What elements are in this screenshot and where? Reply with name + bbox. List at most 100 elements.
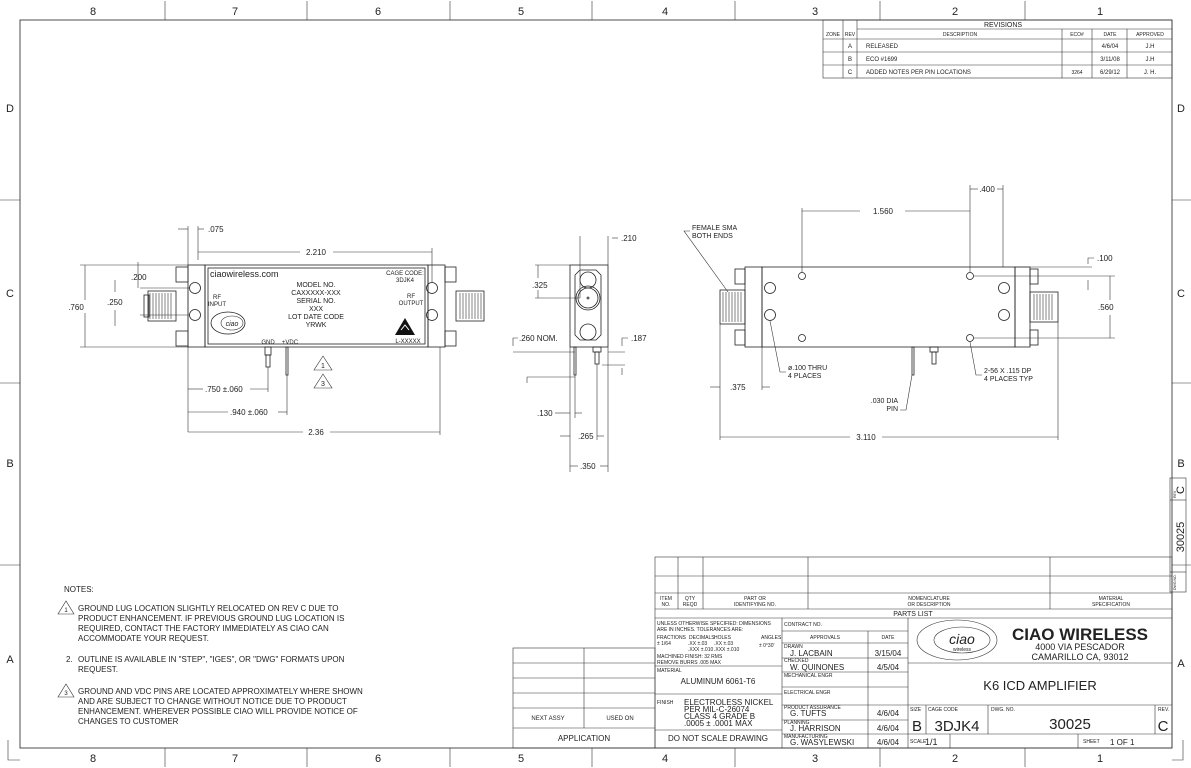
finish-line: ELECTROLESS NICKEL — [684, 698, 774, 707]
rev: C — [848, 70, 853, 76]
note-flag-icon: 1 3 — [313, 355, 333, 389]
scale-label: SCALE — [910, 739, 927, 745]
material-label: MATERIAL — [657, 668, 682, 674]
row-label: B — [1177, 458, 1184, 470]
role: ELECTRICAL ENGR — [784, 690, 831, 696]
name: G. TUFTS — [790, 709, 826, 718]
notes: NOTES: 1 GROUND LUG LOCATION SLIGHTLY RE… — [57, 585, 363, 726]
dim-label: 1.560 — [873, 207, 894, 216]
role: MANUFACTURING — [784, 734, 828, 740]
rf-output-label: RF — [407, 294, 415, 300]
tolerance-text: ± 0°30' — [759, 643, 774, 649]
description: ECO #1699 — [866, 57, 898, 63]
note-flag: 2. — [66, 655, 73, 664]
cage-code-value: 3DJK4 — [934, 718, 979, 735]
front-view-dimensions — [80, 226, 441, 435]
role: MECHANICAL ENGR — [784, 673, 833, 679]
row-label: C — [1177, 288, 1185, 300]
dim-label: .940 ±.060 — [230, 408, 268, 417]
dim-label: .187 — [631, 334, 647, 343]
title-block: ITEM NO. QTY REQD PART OR IDENTIFYING NO… — [654, 556, 1173, 749]
description: ADDED NOTES PER PIN LOCATIONS — [866, 70, 971, 76]
tolerance-text: REMOVE BURRS .005 MAX — [657, 660, 722, 666]
dim-label: 2.36 — [308, 428, 324, 437]
side-view: .210 .325 .260 NOM. .187 .130 .265 .350 — [512, 234, 647, 472]
rev-label: REV. — [1158, 707, 1169, 713]
note-flag: 1 — [64, 608, 68, 614]
approved: J.H — [1146, 44, 1155, 50]
column-label: 3 — [812, 753, 818, 765]
row-label: D — [6, 103, 14, 115]
column-label: 3 — [812, 6, 818, 18]
role: CHECKED — [784, 658, 809, 664]
name: G. WASYLEWSKI — [790, 738, 854, 747]
website-label: ciaowireless.com — [210, 269, 279, 279]
dim-label: .210 — [621, 234, 637, 243]
dim-label: .260 NOM. — [519, 334, 558, 343]
date-label: DATE — [882, 635, 896, 641]
connector-thread-icon — [722, 292, 1053, 322]
stamp-rev-label: REV — [1173, 490, 1177, 498]
parts-list-header: ITEM NO. QTY REQD PART OR IDENTIFYING NO… — [660, 596, 1130, 608]
logo-subtext: wireless — [953, 647, 972, 653]
revision-row: C ADDED NOTES PER PIN LOCATIONS 3264 6/2… — [848, 70, 1157, 76]
callout-label: BOTH ENDS — [692, 233, 733, 240]
header-date: DATE — [1104, 32, 1118, 38]
header-description: DESCRIPTION — [943, 32, 978, 38]
header-nomenclature: OR DESCRIPTION — [907, 602, 950, 608]
application-label: APPLICATION — [558, 734, 611, 743]
company-name: CIAO WIRELESS — [1012, 625, 1148, 644]
note-line: GROUND AND VDC PINS ARE LOCATED APPROXIM… — [78, 687, 363, 696]
header-eco: ECO# — [1070, 32, 1084, 38]
dim-label: .750 ±.060 — [205, 385, 243, 394]
flag-number: 1 — [321, 363, 325, 370]
stamp-dwg: 30025 — [1175, 522, 1187, 553]
column-label: 5 — [518, 6, 524, 18]
note-line: PRODUCT ENHANCEMENT. IF PREVIOUS GROUND … — [78, 614, 344, 623]
dim-label: .400 — [979, 185, 995, 194]
note-line: ENHANCEMENT. WHEREVER POSSIBLE CIAO WILL… — [78, 707, 358, 716]
name: J. LACBAIN — [790, 649, 833, 658]
dim-label: .265 — [578, 432, 594, 441]
row-label: A — [1177, 658, 1185, 670]
rf-output-label: OUTPUT — [399, 301, 424, 307]
role: DRAWN — [784, 644, 803, 650]
finish-line: CLASS 4 GRADE B — [684, 712, 755, 721]
drawing-title: K6 ICD AMPLIFIER — [983, 678, 1096, 693]
company-logo-icon: ciao wireless — [916, 619, 998, 661]
callout-label: PIN — [886, 406, 898, 413]
model-value: CAXXXXX-XXX — [291, 290, 341, 297]
column-label: 7 — [232, 6, 238, 18]
header-material: SPECIFICATION — [1092, 602, 1130, 608]
header-zone: ZONE — [826, 32, 841, 38]
logo-text: ciao — [226, 321, 239, 328]
revision-row: A RELEASED 4/6/04 J.H — [848, 44, 1155, 50]
model-label: MODEL NO. — [296, 282, 335, 289]
dim-label: .075 — [208, 225, 224, 234]
material-value: ALUMINUM 6061-T6 — [681, 677, 756, 686]
callout-label: FEMALE SMA — [692, 225, 737, 232]
do-not-scale-label: DO NOT SCALE DRAWING — [668, 734, 768, 743]
dim-label: 3.110 — [856, 433, 876, 442]
dwg-no-label: DWG. NO. — [991, 707, 1015, 713]
size-value: B — [912, 718, 922, 735]
date: 4/6/04 — [877, 709, 900, 718]
tolerance-text: .XXX ±.010 — [714, 647, 739, 653]
part-mark: L-XXXXX — [395, 339, 420, 345]
esd-warning-icon — [395, 318, 415, 335]
tolerance-text: FRACTIONS — [657, 635, 687, 641]
dim-label: .130 — [537, 409, 553, 418]
column-label: 6 — [375, 753, 381, 765]
tolerance-text: UNLESS OTHERWISE SPECIFIED: DIMENSIONS — [657, 621, 771, 627]
dim-label: .325 — [532, 281, 548, 290]
header-approved: APPROVED — [1136, 32, 1164, 38]
notes-title: NOTES: — [64, 585, 94, 594]
tolerance-text: ± 1/64 — [657, 641, 671, 647]
serial-label: SERIAL NO. — [296, 298, 335, 305]
callout-label: .030 DIA — [871, 398, 899, 405]
vdc-label: +VDC — [282, 340, 299, 346]
tolerance-block: UNLESS OTHERWISE SPECIFIED: DIMENSIONS A… — [657, 621, 782, 706]
column-label: 8 — [90, 753, 96, 765]
